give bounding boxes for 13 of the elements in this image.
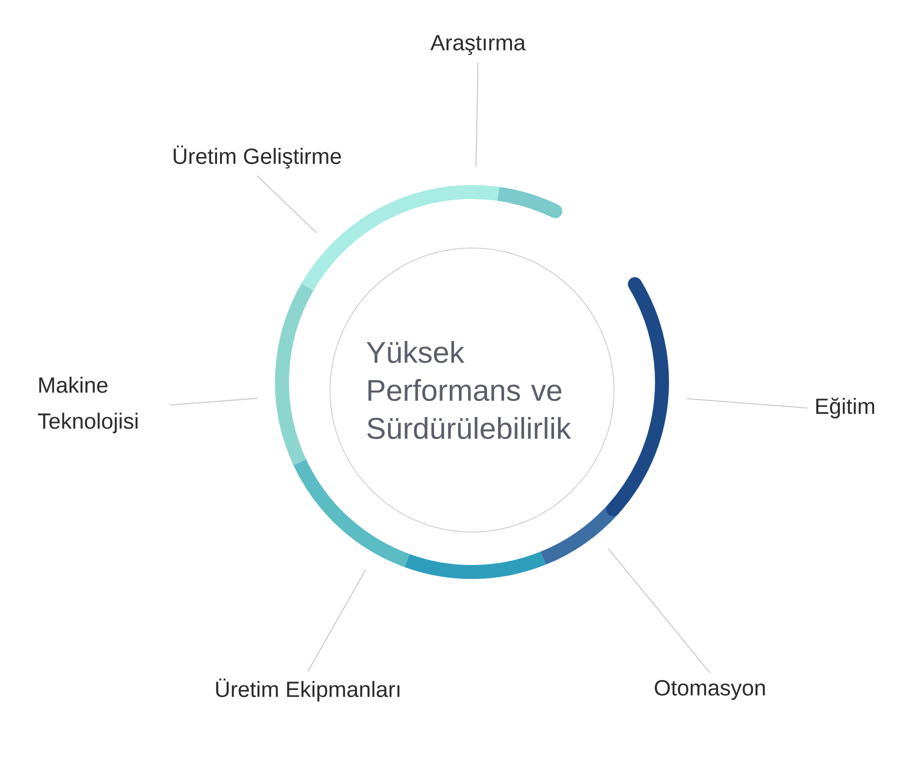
category-label: Araştırma (430, 35, 526, 55)
leader-line (686, 398, 808, 408)
category-label: Makine Teknolojisi (38, 376, 138, 434)
category-label: Otomasyon (654, 680, 765, 700)
leader-line (476, 62, 478, 168)
category-label: Üretim Geliştirme (174, 145, 341, 169)
leader-line (169, 398, 258, 406)
leader-line (308, 568, 366, 672)
category-label: Eğitim (816, 398, 874, 418)
progress-ring (275, 185, 669, 579)
leader-line (256, 175, 318, 234)
category-label: Üretim Ekipmanları (216, 678, 400, 702)
leader-line (608, 548, 710, 674)
